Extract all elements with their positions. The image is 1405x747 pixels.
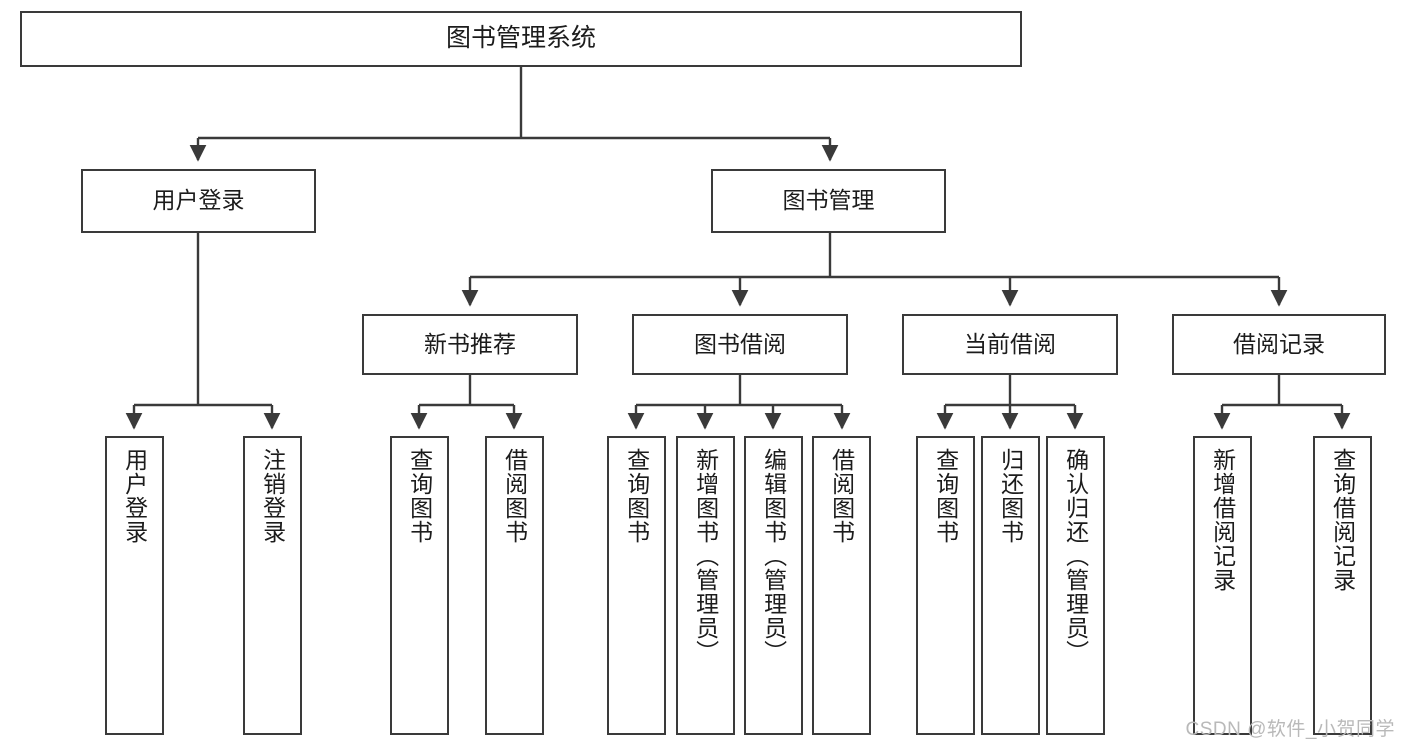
node-leaf-edit-book-label: 编辑图书（管理员） bbox=[760, 448, 787, 664]
node-leaf-user-login[interactable]: 用户登录 bbox=[105, 436, 164, 735]
node-new-book-rec-label: 新书推荐 bbox=[424, 330, 516, 357]
node-leaf-borrow-book-2-label: 借阅图书 bbox=[828, 448, 855, 544]
node-borrow-record-label: 借阅记录 bbox=[1233, 330, 1325, 357]
node-leaf-add-record[interactable]: 新增借阅记录 bbox=[1193, 436, 1252, 735]
node-book-borrow-label: 图书借阅 bbox=[694, 330, 786, 357]
node-leaf-logout-label: 注销登录 bbox=[259, 448, 286, 544]
node-leaf-query-record[interactable]: 查询借阅记录 bbox=[1313, 436, 1372, 735]
node-current-borrow[interactable]: 当前借阅 bbox=[902, 314, 1118, 375]
node-leaf-query-book-1-label: 查询图书 bbox=[406, 448, 433, 544]
node-user-login-label: 用户登录 bbox=[152, 187, 245, 214]
node-leaf-borrow-book-1-label: 借阅图书 bbox=[501, 448, 528, 544]
node-leaf-borrow-book-1[interactable]: 借阅图书 bbox=[485, 436, 544, 735]
node-leaf-query-book-1[interactable]: 查询图书 bbox=[390, 436, 449, 735]
node-book-manage-label: 图书管理 bbox=[782, 187, 875, 214]
node-current-borrow-label: 当前借阅 bbox=[964, 330, 1056, 357]
node-leaf-user-login-label: 用户登录 bbox=[121, 448, 148, 544]
node-leaf-confirm-return-label: 确认归还（管理员） bbox=[1062, 448, 1089, 664]
node-leaf-query-book-3-label: 查询图书 bbox=[932, 448, 959, 544]
node-leaf-query-book-3[interactable]: 查询图书 bbox=[916, 436, 975, 735]
node-root[interactable]: 图书管理系统 bbox=[20, 11, 1022, 67]
node-borrow-record[interactable]: 借阅记录 bbox=[1172, 314, 1386, 375]
node-leaf-confirm-return[interactable]: 确认归还（管理员） bbox=[1046, 436, 1105, 735]
node-leaf-return-book-label: 归还图书 bbox=[997, 448, 1024, 544]
node-leaf-return-book[interactable]: 归还图书 bbox=[981, 436, 1040, 735]
node-leaf-add-book[interactable]: 新增图书（管理员） bbox=[676, 436, 735, 735]
node-leaf-borrow-book-2[interactable]: 借阅图书 bbox=[812, 436, 871, 735]
node-leaf-edit-book[interactable]: 编辑图书（管理员） bbox=[744, 436, 803, 735]
node-leaf-add-record-label: 新增借阅记录 bbox=[1209, 448, 1236, 592]
node-leaf-logout[interactable]: 注销登录 bbox=[243, 436, 302, 735]
node-leaf-query-book-2[interactable]: 查询图书 bbox=[607, 436, 666, 735]
node-user-login[interactable]: 用户登录 bbox=[81, 169, 316, 233]
watermark: CSDN @软件_小贺同学 bbox=[1185, 719, 1395, 740]
node-leaf-query-record-label: 查询借阅记录 bbox=[1329, 448, 1356, 592]
node-leaf-add-book-label: 新增图书（管理员） bbox=[692, 448, 719, 664]
node-root-label: 图书管理系统 bbox=[445, 24, 596, 53]
node-new-book-rec[interactable]: 新书推荐 bbox=[362, 314, 578, 375]
node-leaf-query-book-2-label: 查询图书 bbox=[623, 448, 650, 544]
node-book-manage[interactable]: 图书管理 bbox=[711, 169, 946, 233]
node-book-borrow[interactable]: 图书借阅 bbox=[632, 314, 848, 375]
